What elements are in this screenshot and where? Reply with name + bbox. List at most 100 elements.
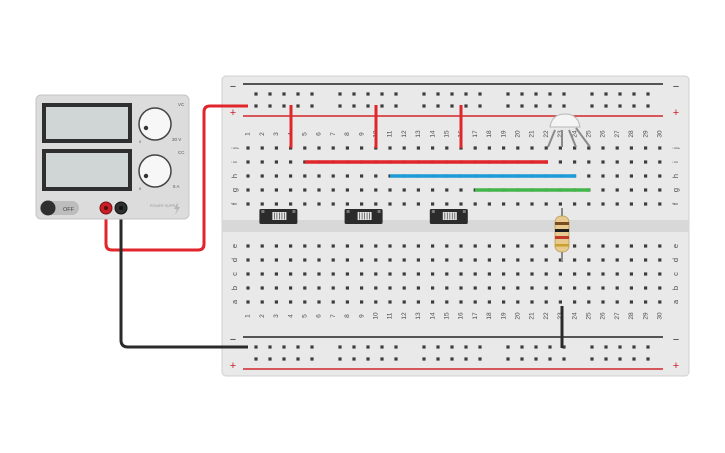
bottom-rail-plus-hole[interactable] (604, 357, 608, 361)
top-rail-minus-hole[interactable] (464, 92, 468, 96)
hole-b10[interactable] (374, 286, 378, 290)
hole-j24[interactable] (573, 146, 577, 150)
hole-h10[interactable] (374, 174, 378, 178)
hole-e3[interactable] (274, 244, 278, 248)
hole-h3[interactable] (274, 174, 278, 178)
bottom-rail-minus-hole[interactable] (310, 345, 314, 349)
hole-j7[interactable] (331, 146, 335, 150)
hole-b28[interactable] (629, 286, 633, 290)
hole-e10[interactable] (374, 244, 378, 248)
hole-g9[interactable] (360, 188, 364, 192)
top-rail-minus-hole[interactable] (380, 92, 384, 96)
hole-i1[interactable] (246, 160, 250, 164)
hole-e19[interactable] (502, 244, 506, 248)
hole-h1[interactable] (246, 174, 250, 178)
hole-d20[interactable] (516, 258, 520, 262)
hole-j2[interactable] (260, 146, 264, 150)
hole-b11[interactable] (388, 286, 392, 290)
bottom-rail-plus-hole[interactable] (618, 357, 622, 361)
bottom-rail-plus-hole[interactable] (548, 357, 552, 361)
top-rail-plus-hole[interactable] (562, 104, 566, 108)
hole-c3[interactable] (274, 272, 278, 276)
top-rail-plus-hole[interactable] (590, 104, 594, 108)
hole-a23[interactable] (558, 300, 562, 304)
hole-b8[interactable] (345, 286, 349, 290)
hole-e28[interactable] (629, 244, 633, 248)
hole-j19[interactable] (502, 146, 506, 150)
hole-b17[interactable] (473, 286, 477, 290)
hole-c20[interactable] (516, 272, 520, 276)
hole-h7[interactable] (331, 174, 335, 178)
hole-e6[interactable] (317, 244, 321, 248)
bottom-rail-plus-hole[interactable] (380, 357, 384, 361)
bottom-rail-minus-hole[interactable] (394, 345, 398, 349)
hole-b20[interactable] (516, 286, 520, 290)
hole-a1[interactable] (246, 300, 250, 304)
hole-b7[interactable] (331, 286, 335, 290)
current-knob[interactable] (138, 154, 172, 188)
hole-d15[interactable] (445, 258, 449, 262)
hole-h25[interactable] (587, 174, 591, 178)
hole-e1[interactable] (246, 244, 250, 248)
top-rail-minus-hole[interactable] (394, 92, 398, 96)
hole-b22[interactable] (544, 286, 548, 290)
hole-h9[interactable] (360, 174, 364, 178)
hole-g27[interactable] (615, 188, 619, 192)
hole-b18[interactable] (487, 286, 491, 290)
hole-f14[interactable] (431, 202, 435, 206)
bottom-rail-plus-hole[interactable] (506, 357, 510, 361)
hole-c14[interactable] (431, 272, 435, 276)
hole-h5[interactable] (303, 174, 307, 178)
hole-d24[interactable] (573, 258, 577, 262)
hole-e17[interactable] (473, 244, 477, 248)
top-rail-minus-hole[interactable] (478, 92, 482, 96)
hole-a25[interactable] (587, 300, 591, 304)
hole-h30[interactable] (658, 174, 662, 178)
bottom-rail-plus-hole[interactable] (282, 357, 286, 361)
hole-c27[interactable] (615, 272, 619, 276)
bottom-rail-minus-hole[interactable] (380, 345, 384, 349)
hole-i24[interactable] (573, 160, 577, 164)
bottom-rail-plus-hole[interactable] (632, 357, 636, 361)
top-rail-plus-hole[interactable] (268, 104, 272, 108)
hole-f30[interactable] (658, 202, 662, 206)
hole-i5[interactable] (303, 160, 307, 164)
top-rail-plus-hole[interactable] (282, 104, 286, 108)
hole-g6[interactable] (317, 188, 321, 192)
hole-f21[interactable] (530, 202, 534, 206)
hole-c11[interactable] (388, 272, 392, 276)
hole-g16[interactable] (459, 188, 463, 192)
hole-e15[interactable] (445, 244, 449, 248)
top-rail-plus-hole[interactable] (338, 104, 342, 108)
rgb-led[interactable] (547, 113, 591, 148)
hole-a19[interactable] (502, 300, 506, 304)
hole-j30[interactable] (658, 146, 662, 150)
hole-a8[interactable] (345, 300, 349, 304)
hole-f7[interactable] (331, 202, 335, 206)
top-rail-plus-hole[interactable] (520, 104, 524, 108)
hole-f25[interactable] (587, 202, 591, 206)
hole-d2[interactable] (260, 258, 264, 262)
hole-h6[interactable] (317, 174, 321, 178)
hole-c2[interactable] (260, 272, 264, 276)
hole-j15[interactable] (445, 146, 449, 150)
slide-switch-2[interactable] (344, 209, 383, 224)
hole-f1[interactable] (246, 202, 250, 206)
hole-j28[interactable] (629, 146, 633, 150)
top-rail-plus-hole[interactable] (422, 104, 426, 108)
hole-d18[interactable] (487, 258, 491, 262)
hole-a12[interactable] (402, 300, 406, 304)
bottom-rail-plus-hole[interactable] (268, 357, 272, 361)
top-rail-minus-hole[interactable] (310, 92, 314, 96)
hole-c13[interactable] (416, 272, 420, 276)
top-rail-plus-hole[interactable] (394, 104, 398, 108)
hole-d3[interactable] (274, 258, 278, 262)
hole-d25[interactable] (587, 258, 591, 262)
top-rail-minus-hole[interactable] (422, 92, 426, 96)
bottom-rail-minus-hole[interactable] (548, 345, 552, 349)
hole-f22[interactable] (544, 202, 548, 206)
hole-b1[interactable] (246, 286, 250, 290)
bottom-rail-plus-hole[interactable] (450, 357, 454, 361)
top-rail-plus-hole[interactable] (450, 104, 454, 108)
hole-j26[interactable] (601, 146, 605, 150)
